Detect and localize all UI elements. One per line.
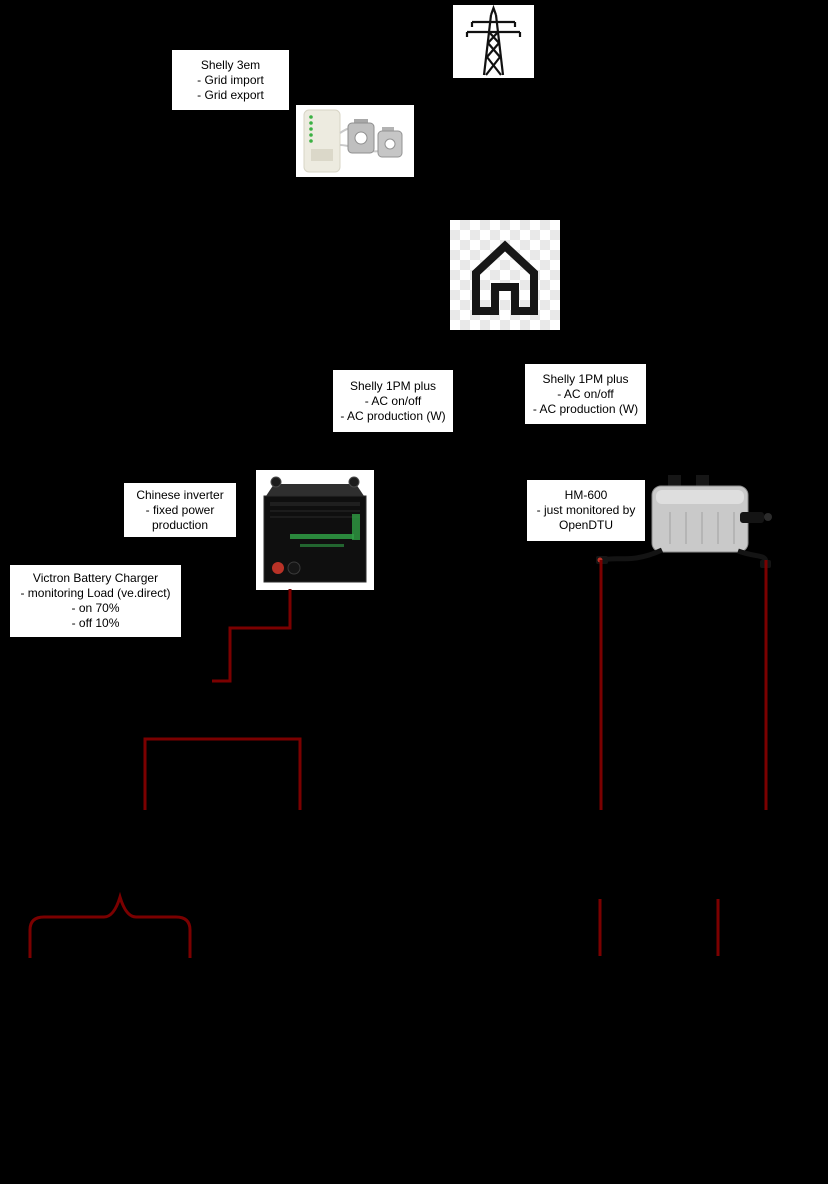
label-line: - Grid export — [197, 87, 264, 102]
label-line: Shelly 1PM plus — [542, 371, 629, 386]
house-icon-box — [450, 220, 560, 330]
shelly3em-label: Shelly 3em - Grid import - Grid export — [172, 50, 289, 110]
label-line: Shelly 3em — [200, 57, 261, 72]
victron-label: Victron Battery Charger - monitoring Loa… — [10, 565, 181, 637]
hm600-label: HM-600 - just monitored by OpenDTU — [527, 480, 645, 541]
energy-meter-image — [296, 105, 414, 177]
shelly1pm-left-label: Shelly 1PM plus - AC on/off - AC product… — [333, 370, 453, 432]
label-line: - Grid import — [197, 72, 264, 87]
wire-left-battery-bridge — [143, 737, 302, 810]
wire-brace-group — [28, 891, 192, 958]
shelly3em-photo — [296, 105, 414, 177]
microinverter-image — [596, 475, 772, 568]
label-line: Chinese inverter — [136, 487, 224, 502]
label-line: Shelly 1PM plus — [349, 378, 437, 393]
grid-pylon-icon-box — [453, 5, 534, 78]
label-line: production — [151, 517, 209, 532]
label-line: - monitoring Load (ve.direct) — [20, 586, 171, 600]
label-line: OpenDTU — [558, 518, 614, 532]
label-line: - on 70% — [71, 601, 120, 615]
chinese-inverter-photo — [256, 470, 374, 590]
label-line: - AC on/off — [364, 393, 422, 408]
label-line: - AC production (W) — [532, 401, 639, 416]
label-line: - fixed power — [145, 502, 215, 517]
transmission-tower-icon — [465, 5, 522, 76]
label-line: - AC on/off — [557, 386, 614, 401]
label-line: - AC production (W) — [340, 408, 446, 423]
label-line: - just monitored by — [536, 503, 636, 517]
chinese-inverter-label: Chinese inverter - fixed power productio… — [124, 483, 236, 537]
label-line: Victron Battery Charger — [32, 571, 159, 585]
hm600-photo — [590, 472, 780, 572]
home-icon — [472, 240, 538, 315]
shelly1pm-right-label: Shelly 1PM plus - AC on/off - AC product… — [525, 364, 646, 424]
wire-inverter-dc-stair — [212, 589, 292, 683]
inverter-image — [256, 470, 374, 590]
label-line: - off 10% — [71, 616, 120, 630]
label-line: HM-600 — [564, 488, 608, 502]
